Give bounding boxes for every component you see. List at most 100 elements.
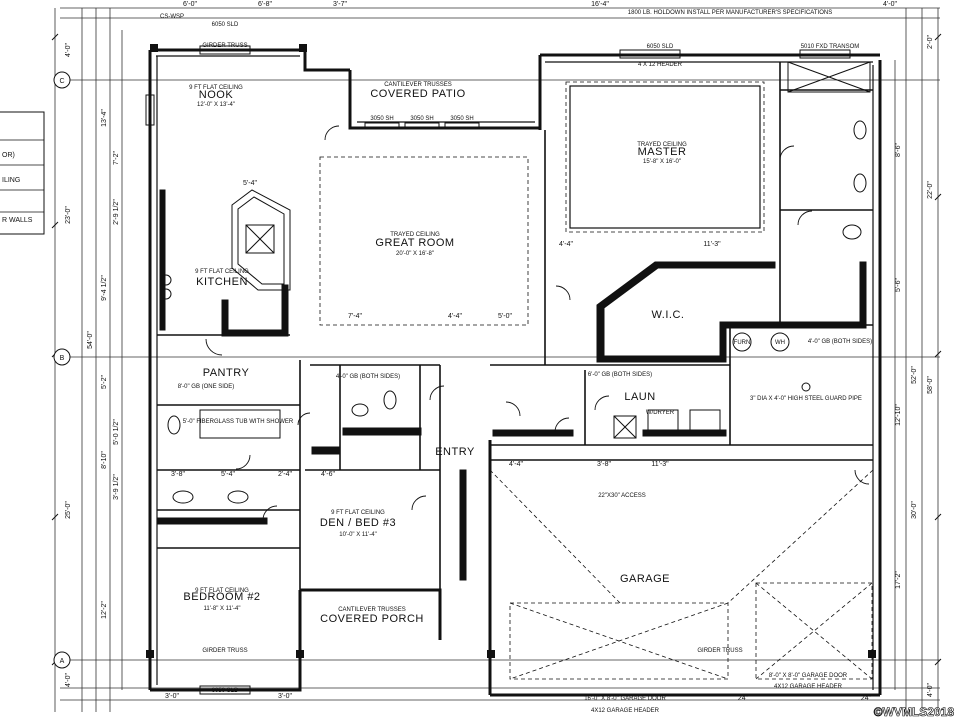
room-label-master: MASTER xyxy=(638,146,687,158)
master-tray xyxy=(569,85,761,229)
legend-line-4: R WALLS xyxy=(2,217,33,224)
room-size-den: 10'-0" X 11'-4" xyxy=(339,532,376,538)
dimension-label: 4'-6" xyxy=(321,471,335,478)
dimension-label: 2'-0" xyxy=(927,35,934,49)
grid-label-c: C xyxy=(59,78,64,85)
dimension-label: 5'-2" xyxy=(101,375,108,389)
note-sh1: 3050 SH xyxy=(370,116,393,122)
room-ceiling-bedroom2: 9 FT FLAT CEILING xyxy=(195,588,249,594)
dimensions-left-inner: 13'-4" 7'-2" 2'-9 1/2" 9'-4 1/2" 5'-2" 5… xyxy=(101,109,120,619)
note-sld-top: 6050 SLD xyxy=(212,22,239,28)
note-sh2: 3050 SH xyxy=(410,116,433,122)
washer-icon xyxy=(732,332,752,352)
room-ceiling-kitchen: 9 FT FLAT CEILING xyxy=(195,269,249,275)
room-ceiling-nook: 9 FT FLAT CEILING xyxy=(189,85,243,91)
hatched-walls xyxy=(156,189,867,581)
dimension-label: 3'-8" xyxy=(171,471,185,478)
dimension-label: 23'-0" xyxy=(65,206,72,224)
grid-label-a: A xyxy=(60,658,65,665)
note-wh: WH xyxy=(775,340,785,346)
fixtures xyxy=(160,61,871,504)
dimension-label: 4'-0" xyxy=(65,43,72,57)
room-label-covered-patio: COVERED PATIO xyxy=(370,88,465,100)
note-girder-top: GIRDER TRUSS xyxy=(202,43,247,49)
tray-ceiling-outlines xyxy=(319,81,874,680)
legend-line-2: OR) xyxy=(2,152,15,159)
note-sh3: 3050 SH xyxy=(450,116,473,122)
note-girder-garage: GIRDER TRUSS xyxy=(697,648,742,654)
dimension-label: 4'-4" xyxy=(509,461,523,468)
dimension-label: 3'-0" xyxy=(165,693,179,700)
note-sld-bottom: 6050 SLD xyxy=(212,688,239,694)
note-gb-both-1: 4'-0" GB (BOTH SIDES) xyxy=(336,374,400,380)
room-size-master: 15'-8" X 16'-0" xyxy=(643,159,681,165)
room-size-great-room: 20'-0" X 16'-8" xyxy=(396,251,434,257)
dimensions-right-inner: 8'-6" 5'-6" 12'-10" 17'-2" xyxy=(895,143,902,589)
dimension-label: 24" xyxy=(738,695,749,702)
dimension-label: 4'-4" xyxy=(559,241,573,248)
dimension-label: 4'-0" xyxy=(883,1,897,8)
dimensions-bottom: 3'-0" 3'-0" 24" 24" xyxy=(165,693,872,702)
toilet-icon xyxy=(167,415,181,435)
dimension-label: 3'-0" xyxy=(278,693,292,700)
sink-icon xyxy=(172,490,194,504)
room-label-wic: W.I.C. xyxy=(652,309,685,321)
note-garage-door-1: 16'-0" X 8'-0" GARAGE DOOR xyxy=(584,696,666,702)
dimension-label: 2'-9 1/2" xyxy=(113,199,120,225)
room-label-great-room: GREAT ROOM xyxy=(375,237,454,249)
note-gb-both-3: 4'-0" GB (BOTH SIDES) xyxy=(808,339,872,345)
note-gb-both-2: 6'-0" GB (BOTH SIDES) xyxy=(588,372,652,378)
dimension-label: 7'-2" xyxy=(113,151,120,165)
legend-line-3: ILING xyxy=(2,177,20,184)
room-label-kitchen: KITCHEN xyxy=(196,276,248,288)
room-label-entry: ENTRY xyxy=(435,446,475,458)
note-girder-bottom: GIRDER TRUSS xyxy=(202,648,247,654)
watermark: ©WVMLS2018 xyxy=(874,705,955,719)
columns xyxy=(146,44,876,658)
grid-markers xyxy=(53,71,71,669)
dimension-label: 22'-0" xyxy=(927,181,934,199)
kitchen-island xyxy=(231,189,291,291)
room-label-laun: LAUN xyxy=(624,391,655,403)
grid-label-b: B xyxy=(60,355,65,362)
dimension-label: 12'-10" xyxy=(895,404,902,426)
legend-box: OR) ILING R WALLS xyxy=(0,111,45,235)
dimension-label: 11'-3" xyxy=(651,461,669,468)
sink-icon xyxy=(853,120,867,140)
dimension-label: 7'-4" xyxy=(348,313,362,320)
dimension-label: 2'-4" xyxy=(278,471,292,478)
dimension-label: 5'-0 1/2" xyxy=(113,419,120,445)
room-label-pantry: PANTRY xyxy=(203,367,250,379)
dimension-label: 8'-6" xyxy=(895,143,902,157)
dimension-label: 13'-4" xyxy=(101,109,108,127)
dimension-label: 8'-10" xyxy=(101,451,108,469)
note-csp: CS-WSP xyxy=(160,14,184,20)
note-gb-one: 8'-0" GB (ONE SIDE) xyxy=(178,384,235,390)
dimension-label: 4'-0" xyxy=(927,683,934,697)
room-note-covered-patio: CANTILEVER TRUSSES xyxy=(384,82,452,88)
room-label-nook: NOOK xyxy=(199,89,234,101)
dimension-label: 25'-0" xyxy=(65,501,72,519)
dimension-label: 5'-4" xyxy=(243,180,257,187)
dimension-frame xyxy=(54,7,940,712)
room-label-covered-porch: COVERED PORCH xyxy=(320,613,424,625)
dimension-label: 3'-7" xyxy=(333,1,347,8)
exterior-walls xyxy=(148,48,882,697)
room-label-den: DEN / BED #3 xyxy=(320,517,396,529)
room-label-bedroom2: BEDROOM #2 xyxy=(183,591,260,603)
sink-icon xyxy=(351,403,369,417)
note-holdown: 1800 LB. HOLDOWN INSTALL PER MANUFACTURE… xyxy=(628,10,832,16)
room-note-covered-porch: CANTILEVER TRUSSES xyxy=(338,607,406,613)
note-garage-door-2: 8'-0" X 8'-0" GARAGE DOOR xyxy=(769,673,848,679)
toilet-icon xyxy=(842,224,862,240)
dimension-label: 24" xyxy=(861,695,872,702)
room-size-nook: 12'-0" X 13'-4" xyxy=(197,102,235,108)
dimension-label: 6'-8" xyxy=(258,1,272,8)
sink-icon xyxy=(853,173,867,193)
dimension-label: 5'-4" xyxy=(221,471,235,478)
dimension-ticks xyxy=(51,33,942,666)
dimension-label: 5'-6" xyxy=(895,278,902,292)
dimension-label: 52'-0" xyxy=(911,366,918,384)
dimension-label: 12'-2" xyxy=(101,601,108,619)
dimension-label: 6'-0" xyxy=(183,1,197,8)
